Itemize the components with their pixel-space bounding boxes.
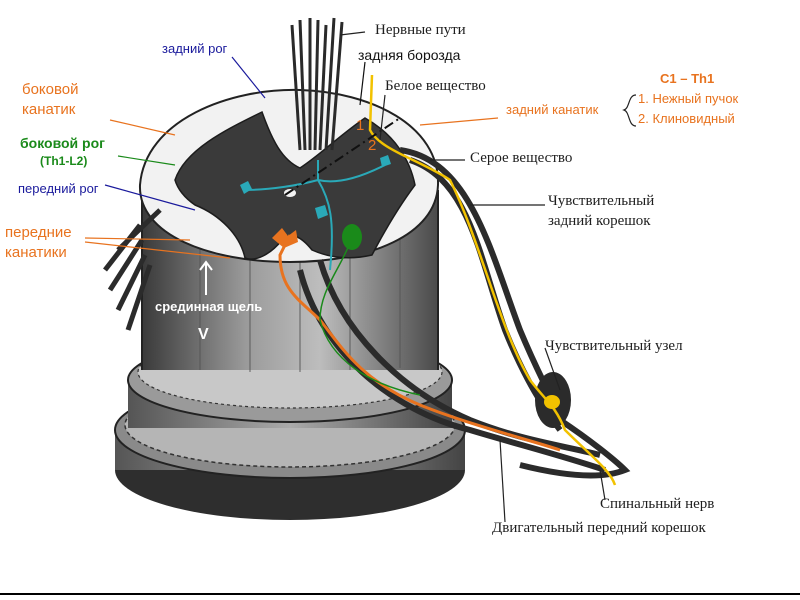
yellow-sensory-pathway — [368, 74, 617, 486]
label-nerve-paths: Нервные пути — [375, 22, 466, 38]
label-median-fissure-arrow: V — [198, 326, 209, 343]
ganglion-neuron — [544, 395, 560, 409]
label-anterior-funiculi-2: канатики — [5, 244, 67, 261]
label-posterior-funiculus: задний канатик — [506, 102, 599, 117]
label-motor-root: Двигательный передний корешок — [492, 520, 706, 536]
label-anterior-funiculi-1: передние — [5, 224, 72, 241]
label-lateral-funiculus-2: канатик — [22, 101, 76, 118]
label-sensory-root-2: задний корешок — [548, 213, 651, 229]
anterior-rootlets — [103, 208, 162, 331]
label-sensory-ganglion: Чувствительный узел — [545, 338, 683, 354]
label-anterior-horn: передний рог — [18, 181, 99, 196]
brace — [622, 94, 637, 127]
label-posterior-sulcus: задняя борозда — [358, 47, 461, 63]
label-num-1: 1 — [356, 117, 365, 134]
bottom-rule — [0, 593, 800, 595]
label-num-2: 2 — [368, 137, 377, 154]
label-white-matter: Белое вещество — [385, 78, 486, 94]
cyan-interneuron-pathway — [244, 160, 386, 271]
neuron-bodies — [240, 155, 560, 409]
leader-lines — [84, 31, 606, 523]
label-spinal-nerve: Спинальный нерв — [600, 496, 715, 512]
label-lateral-horn: боковой рог — [20, 135, 105, 151]
label-gray-matter: Серое вещество — [470, 150, 573, 166]
nerve-fibers-top — [290, 17, 344, 151]
label-segment-range: С1 – Th1 — [660, 71, 715, 86]
green-autonomic-pathway — [319, 237, 421, 396]
lateral-horn-neuron — [342, 224, 362, 250]
label-fasciculus-gracilis: 1. Нежный пучок — [638, 91, 739, 106]
label-median-fissure: срединная щель — [155, 299, 263, 314]
label-posterior-horn: задний рог — [162, 41, 228, 56]
orange-motor-pathway — [278, 234, 561, 452]
label-lateral-horn-range: (Th1-L2) — [40, 154, 88, 168]
label-lateral-funiculus-1: боковой — [22, 81, 79, 98]
label-fasciculus-cuneatus: 2. Клиновидный — [638, 111, 735, 126]
label-sensory-root-1: Чувствительный — [548, 193, 655, 209]
